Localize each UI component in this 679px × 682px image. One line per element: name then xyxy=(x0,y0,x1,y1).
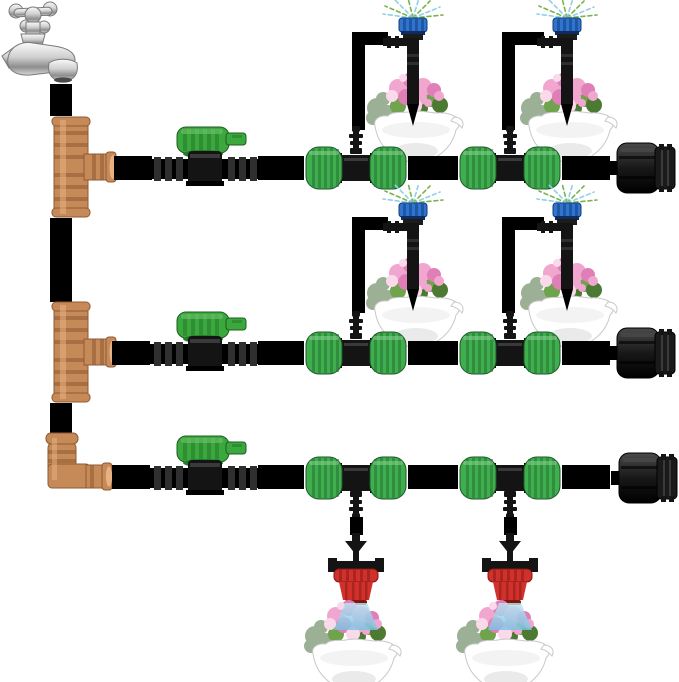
row1-end-cap xyxy=(608,142,676,194)
supply-tube-3 xyxy=(50,403,72,433)
row1-valve xyxy=(149,126,261,187)
feeder-tube-vertical-1 xyxy=(352,32,365,130)
row3-tube-3 xyxy=(408,465,458,489)
mister-tube-1 xyxy=(350,517,363,535)
row2-tube-1 xyxy=(112,341,150,365)
row1-tube-4 xyxy=(562,156,610,180)
row3-coupling2-barb xyxy=(503,491,517,519)
row3-valve xyxy=(149,435,261,496)
tee-connector-1 xyxy=(51,116,117,218)
row2-tube-4 xyxy=(562,341,610,365)
row2-coupling1-barb xyxy=(349,311,363,339)
feeder-tube-horizontal-3 xyxy=(352,217,388,230)
feeder-tube-horizontal-2 xyxy=(502,32,544,45)
mister-tube-2 xyxy=(504,517,517,535)
row3-coupling1-barb xyxy=(349,491,363,519)
feeder-tube-horizontal-1 xyxy=(352,32,388,45)
tee-connector-2 xyxy=(51,301,117,403)
feeder-tube-horizontal-4 xyxy=(502,217,544,230)
row2-coupling2-barb xyxy=(503,311,517,339)
row3-tube-2 xyxy=(258,465,304,489)
row-3 xyxy=(112,435,678,682)
supply-tube-2 xyxy=(50,218,72,302)
row3-end-cap xyxy=(610,452,678,504)
row1-tube-2 xyxy=(258,156,304,180)
supply-tube-1 xyxy=(50,84,72,116)
elbow-connector xyxy=(45,432,113,491)
row-1 xyxy=(114,0,676,194)
row1-tube-3 xyxy=(408,156,458,180)
row2-tube-3 xyxy=(408,341,458,365)
mister-2 xyxy=(481,532,539,606)
feeder-tube-vertical-4 xyxy=(502,217,515,313)
supply-line xyxy=(1,1,117,491)
row1-tube-1 xyxy=(114,156,152,180)
row3-tube-1 xyxy=(112,465,150,489)
row3-tube-4 xyxy=(562,465,610,489)
row2-tube-2 xyxy=(258,341,304,365)
row1-coupling2-barb xyxy=(503,126,517,154)
mister-1 xyxy=(327,532,385,606)
row2-end-cap xyxy=(608,327,676,379)
faucet xyxy=(1,1,78,84)
row1-coupling1-barb xyxy=(349,126,363,154)
feeder-tube-vertical-3 xyxy=(352,217,365,313)
feeder-tube-vertical-2 xyxy=(502,32,515,130)
row-2 xyxy=(112,182,676,379)
row2-valve xyxy=(149,311,261,372)
